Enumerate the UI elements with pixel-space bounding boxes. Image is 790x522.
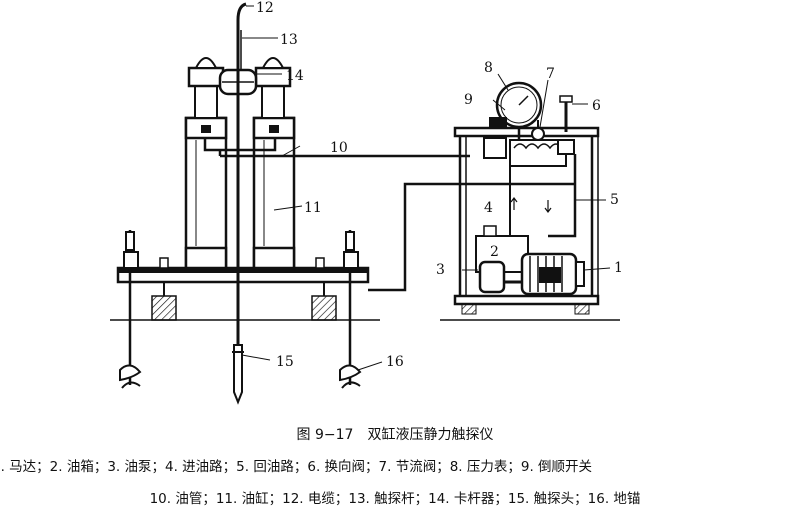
ground-anchor-right — [339, 230, 362, 389]
label-13: 13 — [280, 32, 298, 48]
hydraulic-control-unit — [430, 81, 620, 321]
oil-pump — [478, 260, 506, 294]
label-14: 14 — [286, 68, 304, 84]
cable — [236, 2, 247, 21]
probe-head — [233, 344, 243, 405]
pressure-gauge — [495, 81, 543, 140]
apparatus-diagram: 12 13 14 10 11 15 16 8 7 9 6 4 5 2 3 1 — [110, 0, 623, 405]
label-15: 15 — [276, 354, 294, 370]
label-2: 2 — [490, 244, 499, 260]
label-3: 3 — [436, 262, 445, 278]
penetrometer-frame — [110, 2, 430, 405]
label-11: 11 — [304, 200, 322, 216]
label-7: 7 — [546, 66, 555, 82]
label-16: 16 — [386, 354, 404, 370]
label-6: 6 — [592, 98, 601, 114]
label-4: 4 — [484, 200, 493, 216]
reversing-switch — [489, 117, 507, 129]
label-1: 1 — [614, 260, 623, 276]
label-12: 12 — [256, 0, 274, 16]
footing-left — [151, 295, 177, 321]
legend-line-1: 1. 马达；2. 油箱；3. 油泵；4. 进油路；5. 回油路；6. 换向阀；7… — [0, 459, 593, 475]
throttle-valve — [531, 120, 545, 141]
label-8: 8 — [484, 60, 493, 76]
label-10: 10 — [330, 140, 348, 156]
footing-right — [311, 295, 337, 321]
label-5: 5 — [610, 192, 619, 208]
oil-cylinder-right — [252, 57, 296, 270]
leader-lines — [241, 5, 611, 371]
legend-line-2: 10. 油管；11. 油缸；12. 电缆；13. 触探杆；14. 卡杆器；15.… — [149, 491, 641, 507]
label-9: 9 — [464, 92, 473, 108]
ground-anchor-left — [119, 230, 142, 389]
figure-caption: 图 9−17 双缸液压静力触探仪 — [296, 427, 494, 443]
motor — [520, 252, 585, 296]
reversing-valve — [557, 95, 575, 155]
